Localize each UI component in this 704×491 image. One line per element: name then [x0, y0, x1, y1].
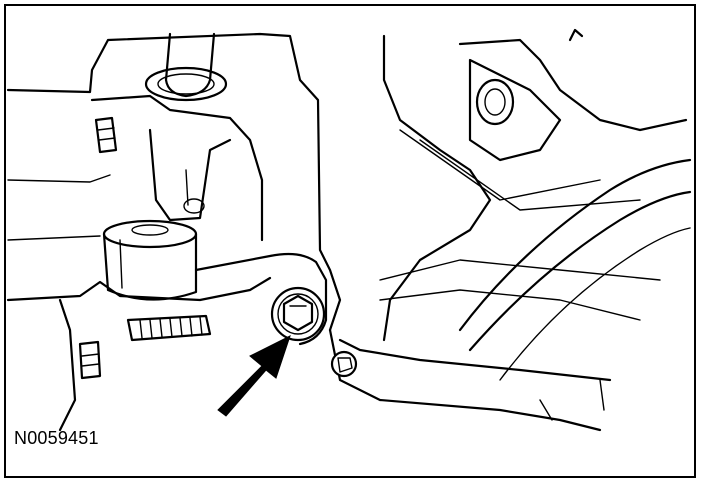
lower-arm	[78, 252, 328, 380]
engine-block	[6, 32, 342, 432]
lower-bolt	[330, 350, 358, 378]
upper-tube	[144, 32, 228, 102]
right-bracket	[328, 28, 688, 432]
figure-border	[4, 4, 696, 478]
figure-id-label: N0059451	[14, 428, 99, 448]
target-bolt	[270, 286, 326, 342]
pointer-arrow-icon	[217, 335, 291, 417]
upper-bracket	[90, 94, 264, 242]
mount-cylinder	[102, 219, 198, 301]
curved-tubes	[458, 158, 692, 381]
